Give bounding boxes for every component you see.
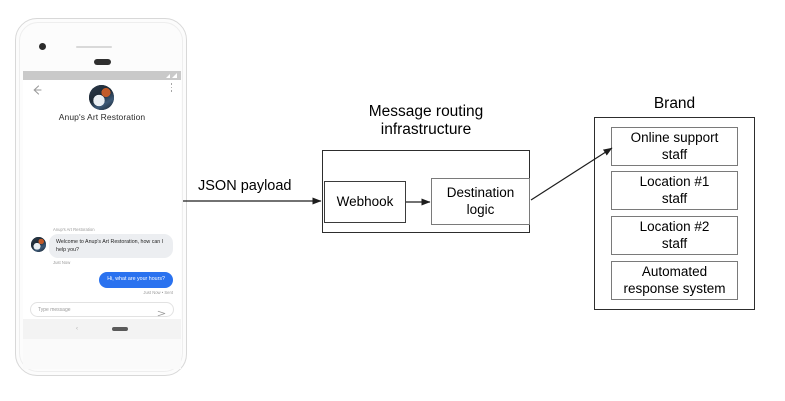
inbound-timestamp: Just Now: [53, 260, 71, 266]
status-bar-icons: [166, 73, 177, 78]
inbound-sender-label: Anup's Art Restoration: [53, 226, 95, 232]
brand-item-location-1-staff[interactable]: Location #1 staff: [611, 171, 738, 210]
list-item: Welcome to Anup's Art Restoration, how c…: [31, 233, 173, 259]
destination-logic-box[interactable]: Destination logic: [431, 178, 530, 225]
brand-item-location-2-staff[interactable]: Location #2 staff: [611, 216, 738, 255]
chat-thread: Anup's Art Restoration Welcome to Anup's…: [23, 227, 181, 295]
brand-title: Brand: [653, 95, 696, 112]
destination-logic-label: Destination logic: [446, 185, 515, 217]
avatar: [31, 236, 46, 252]
status-bar: [23, 71, 181, 80]
avatar-image: [31, 236, 46, 252]
message-composer[interactable]: Type message: [30, 302, 174, 317]
message-input[interactable]: Type message: [38, 306, 71, 313]
outbound-message-bubble: Hi, what are your hours?: [99, 272, 173, 288]
webhook-label: Webhook: [336, 193, 394, 209]
inbound-message-bubble: Welcome to Anup's Art Restoration, how c…: [49, 233, 173, 259]
android-nav-bar: ‹: [23, 319, 181, 339]
brand-item-automated-response-system[interactable]: Automated response system: [611, 261, 738, 300]
phone-top-slit: [76, 46, 112, 48]
outbound-timestamp: Just Now • Sent: [143, 290, 173, 295]
brand-item-online-support-staff[interactable]: Online support staff: [611, 127, 738, 166]
signal-icon: [172, 73, 177, 78]
page-title: Anup's Art Restoration: [58, 112, 146, 122]
send-icon[interactable]: [157, 305, 166, 317]
phone-chin: [23, 339, 181, 369]
routing-title-line-1: Message routing: [368, 103, 484, 120]
webhook-box[interactable]: Webhook: [324, 181, 406, 223]
phone-screen: Anup's Art Restoration Anup's Art Restor…: [23, 71, 181, 339]
front-camera-icon: [39, 43, 46, 50]
phone-mockup: Anup's Art Restoration Anup's Art Restor…: [15, 18, 187, 376]
routing-title-line-2: infrastructure: [380, 121, 472, 139]
avatar-image: [89, 85, 114, 110]
wifi-icon: [166, 74, 170, 78]
avatar: [89, 85, 114, 110]
phone-bezel: [19, 22, 183, 372]
nav-home-pill-icon[interactable]: [112, 327, 128, 331]
routing-infrastructure-title: Message routing infrastructure: [320, 103, 532, 140]
earpiece-speaker: [94, 59, 111, 65]
json-payload-label: JSON payload: [198, 178, 292, 194]
list-item: Hi, what are your hours?: [31, 272, 173, 288]
overflow-menu-icon[interactable]: [170, 83, 173, 92]
nav-back-icon[interactable]: ‹: [76, 326, 78, 332]
back-arrow-icon[interactable]: [31, 84, 43, 96]
